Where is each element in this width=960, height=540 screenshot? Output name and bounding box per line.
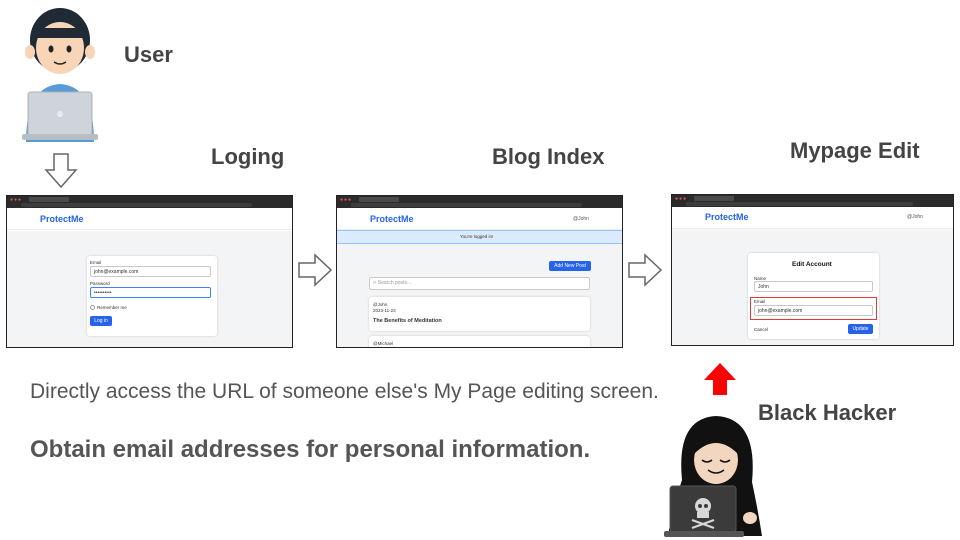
edit-account-card: Edit Account Name John Email john@exampl… [748,253,879,339]
password-field[interactable]: •••••••••• [90,287,211,298]
remember-checkbox[interactable] [90,305,95,310]
update-button[interactable]: Update [848,324,873,334]
brand-logo[interactable]: ProtectMe [40,214,84,224]
post-card[interactable]: @John 2023-11-23 The Benefits of Meditat… [369,297,590,331]
login-screenshot: ●●● ProtectMe Email john@example.com Pas… [6,195,293,348]
edit-account-title: Edit Account [792,261,832,268]
browser-chrome: ●●● [672,195,953,207]
blog-screenshot: ●●● ProtectMe @John You're logged in! Ad… [336,195,623,348]
search-placeholder: Search posts... [377,280,412,286]
down-arrow-icon [44,153,78,189]
password-label: Password [90,281,110,286]
email-field[interactable]: john@example.com [754,305,873,316]
user-menu[interactable]: @John [907,214,923,220]
mypage-screenshot: ●●● ProtectMe @John Edit Account Name Jo… [671,194,954,346]
user-illustration [22,8,98,142]
user-label: User [124,42,173,67]
hacker-illustration [664,416,762,537]
post-title[interactable]: The Benefits of Meditation [373,318,442,324]
brand-logo[interactable]: ProtectMe [705,212,749,222]
post-author: @Michael [373,341,394,346]
flash-message: You're logged in! [460,234,494,239]
blog-heading: Blog Index [492,144,605,169]
remember-label: Remember me [97,305,127,310]
login-heading: Loging [211,144,285,169]
right-arrow-icon [628,253,662,287]
app-header [337,208,622,230]
post-date: 2023-11-23 [373,308,396,313]
red-up-arrow-icon [704,363,736,395]
search-input[interactable]: ⌕ Search posts... [369,277,590,290]
cancel-link[interactable]: Cancel [754,327,769,332]
add-post-button[interactable]: Add New Post [549,261,591,271]
user-menu[interactable]: @John [573,216,589,222]
email-highlight-box [750,297,877,320]
name-label: Name [754,276,767,281]
description-bold-text: Obtain email addresses for personal info… [30,436,591,463]
post-card[interactable]: @Michael [369,336,590,347]
post-author: @John [373,302,388,307]
mypage-heading: Mypage Edit [790,138,920,163]
search-icon: ⌕ [373,280,377,286]
description-text: Directly access the URL of someone else'… [30,380,659,403]
email-label: Email [754,299,766,304]
brand-logo[interactable]: ProtectMe [370,214,414,224]
app-header [672,207,953,229]
page-background [337,244,622,347]
email-field[interactable]: john@example.com [90,266,211,277]
app-header [7,208,292,230]
browser-chrome: ●●● [337,196,622,208]
flash-banner [337,230,622,244]
name-field[interactable]: John [754,281,873,292]
email-label: Email [90,260,102,265]
browser-chrome: ●●● [7,196,292,208]
hacker-label: Black Hacker [758,400,897,425]
right-arrow-icon [298,253,332,287]
login-button[interactable]: Log in [90,316,112,326]
login-card: Email john@example.com Password ••••••••… [87,256,217,336]
